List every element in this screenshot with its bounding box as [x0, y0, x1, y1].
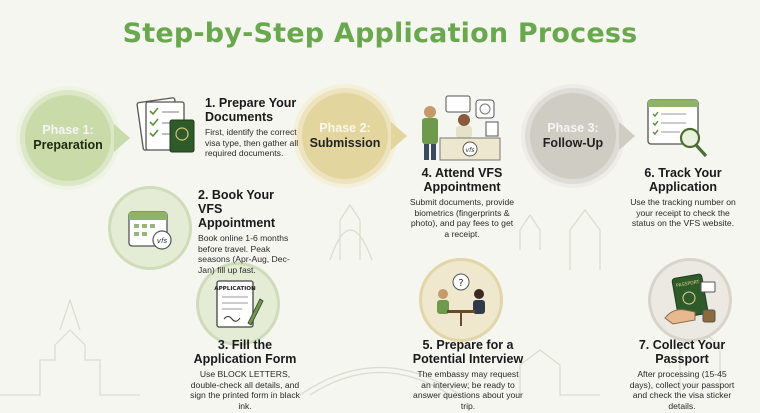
phase-3-circle: Phase 3: Follow-Up [525, 88, 621, 184]
step-4-description: Submit documents, provide biometrics (fi… [409, 197, 515, 239]
passport-icon-circle: PASSPORT [648, 258, 732, 342]
step-1-description: First, identify the correct visa type, t… [205, 127, 299, 159]
phase-1-label: Phase 1: [42, 123, 94, 137]
step-3: 3. Fill the Application Form Use BLOCK L… [190, 338, 300, 411]
step-5-title: 5. Prepare for a Potential Interview [412, 338, 524, 366]
phase-1-name: Preparation [33, 138, 103, 152]
vfs-counter-text: vfs [466, 147, 475, 154]
step-5: 5. Prepare for a Potential Interview The… [412, 338, 524, 411]
interview-icon: ? [437, 273, 485, 326]
svg-text:?: ? [458, 278, 463, 289]
step-4-title: 4. Attend VFS Appointment [421, 166, 503, 194]
tracking-screen-icon [647, 99, 708, 158]
phase-2-label: Phase 2: [319, 121, 371, 135]
vfs-badge-text: vfs [157, 237, 168, 245]
passport-icon: PASSPORT [664, 273, 716, 325]
step-7: 7. Collect Your Passport After processin… [626, 338, 738, 411]
step-6-description: Use the tracking number on your receipt … [630, 197, 736, 229]
step-5-description: The embassy may request an interview; be… [413, 369, 523, 411]
application-form-icon: APPLICATION [214, 280, 264, 328]
phase-3-arrow [619, 122, 635, 150]
phase-2-arrow [391, 122, 407, 150]
step-7-title: 7. Collect Your Passport [638, 338, 726, 366]
vfs-counter-icon: vfs [422, 95, 501, 161]
phase-2-circle: Phase 2: Submission [297, 88, 393, 184]
step-6-title: 6. Track Your Application [644, 166, 722, 194]
step-2-title: 2. Book Your VFS Appointment [198, 188, 276, 230]
step-7-description: After processing (15-45 days), collect y… [629, 369, 735, 411]
step-2-description: Book online 1-6 months before travel. Pe… [198, 233, 290, 275]
phase-1-circle: Phase 1: Preparation [20, 90, 116, 186]
step-4: 4. Attend VFS Appointment Submit documen… [408, 166, 516, 239]
interview-icon-circle: ? [419, 258, 503, 342]
step-6: 6. Track Your Application Use the tracki… [628, 166, 738, 229]
calendar-icon: vfs [128, 211, 172, 250]
page-title: Step-by-Step Application Process [122, 18, 638, 49]
application-form-icon-circle: APPLICATION [196, 262, 280, 346]
phase-2-name: Submission [309, 136, 381, 150]
step-3-description: Use BLOCK LETTERS, double-check all deta… [190, 369, 300, 411]
phase-3-name: Follow-Up [542, 136, 604, 150]
application-form-heading: APPLICATION [214, 286, 256, 292]
documents-icon [136, 97, 195, 153]
phase-3-label: Phase 3: [547, 121, 599, 135]
passport-cover-text: PASSPORT [676, 279, 700, 289]
step-1: 1. Prepare Your Documents First, identif… [205, 96, 301, 159]
step-3-title: 3. Fill the Application Form [193, 338, 297, 366]
calendar-icon-circle: vfs [108, 186, 192, 270]
step-2: 2. Book Your VFS Appointment Book online… [198, 188, 298, 275]
step-1-title: 1. Prepare Your Documents [205, 96, 297, 124]
phase-1-arrow [114, 124, 130, 152]
